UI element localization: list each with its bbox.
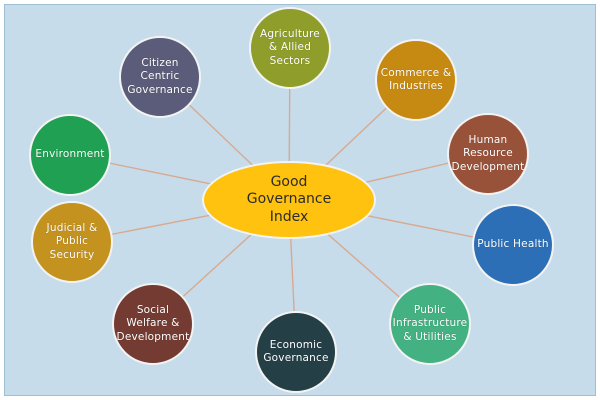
node-circle-judicial — [31, 201, 113, 283]
node-label-citizen: Citizen Centric Governance — [127, 57, 193, 96]
node-label-judicial: Judicial & Public Security — [46, 222, 98, 261]
node-circle-infrastructure — [389, 283, 471, 365]
node-label-agriculture: Agriculture & Allied Sectors — [260, 28, 320, 67]
node-circle-human-resource — [447, 113, 529, 195]
node-label-economic: Economic Governance — [263, 338, 329, 364]
node-label-commerce: Commerce & Industries — [380, 66, 452, 92]
node-label-social-welfare: Social Welfare & Development — [116, 304, 190, 343]
node-circle-agriculture — [249, 7, 331, 89]
node-circle-social-welfare — [112, 283, 194, 365]
center-ellipse — [202, 161, 376, 239]
node-label-human-resource: Human Resource Development — [451, 134, 525, 173]
node-circle-commerce — [375, 39, 457, 121]
node-circle-environment — [29, 114, 111, 196]
node-circle-public-health — [472, 204, 554, 286]
node-circle-citizen — [119, 36, 201, 118]
node-label-environment: Environment — [35, 148, 105, 161]
node-label-infrastructure: Public Infrastructure & Utilities — [392, 304, 468, 343]
node-label-public-health: Public Health — [477, 238, 549, 251]
node-circle-economic — [255, 311, 337, 393]
center-label: Good Governance Index — [246, 173, 332, 225]
node-shapes — [29, 7, 554, 393]
